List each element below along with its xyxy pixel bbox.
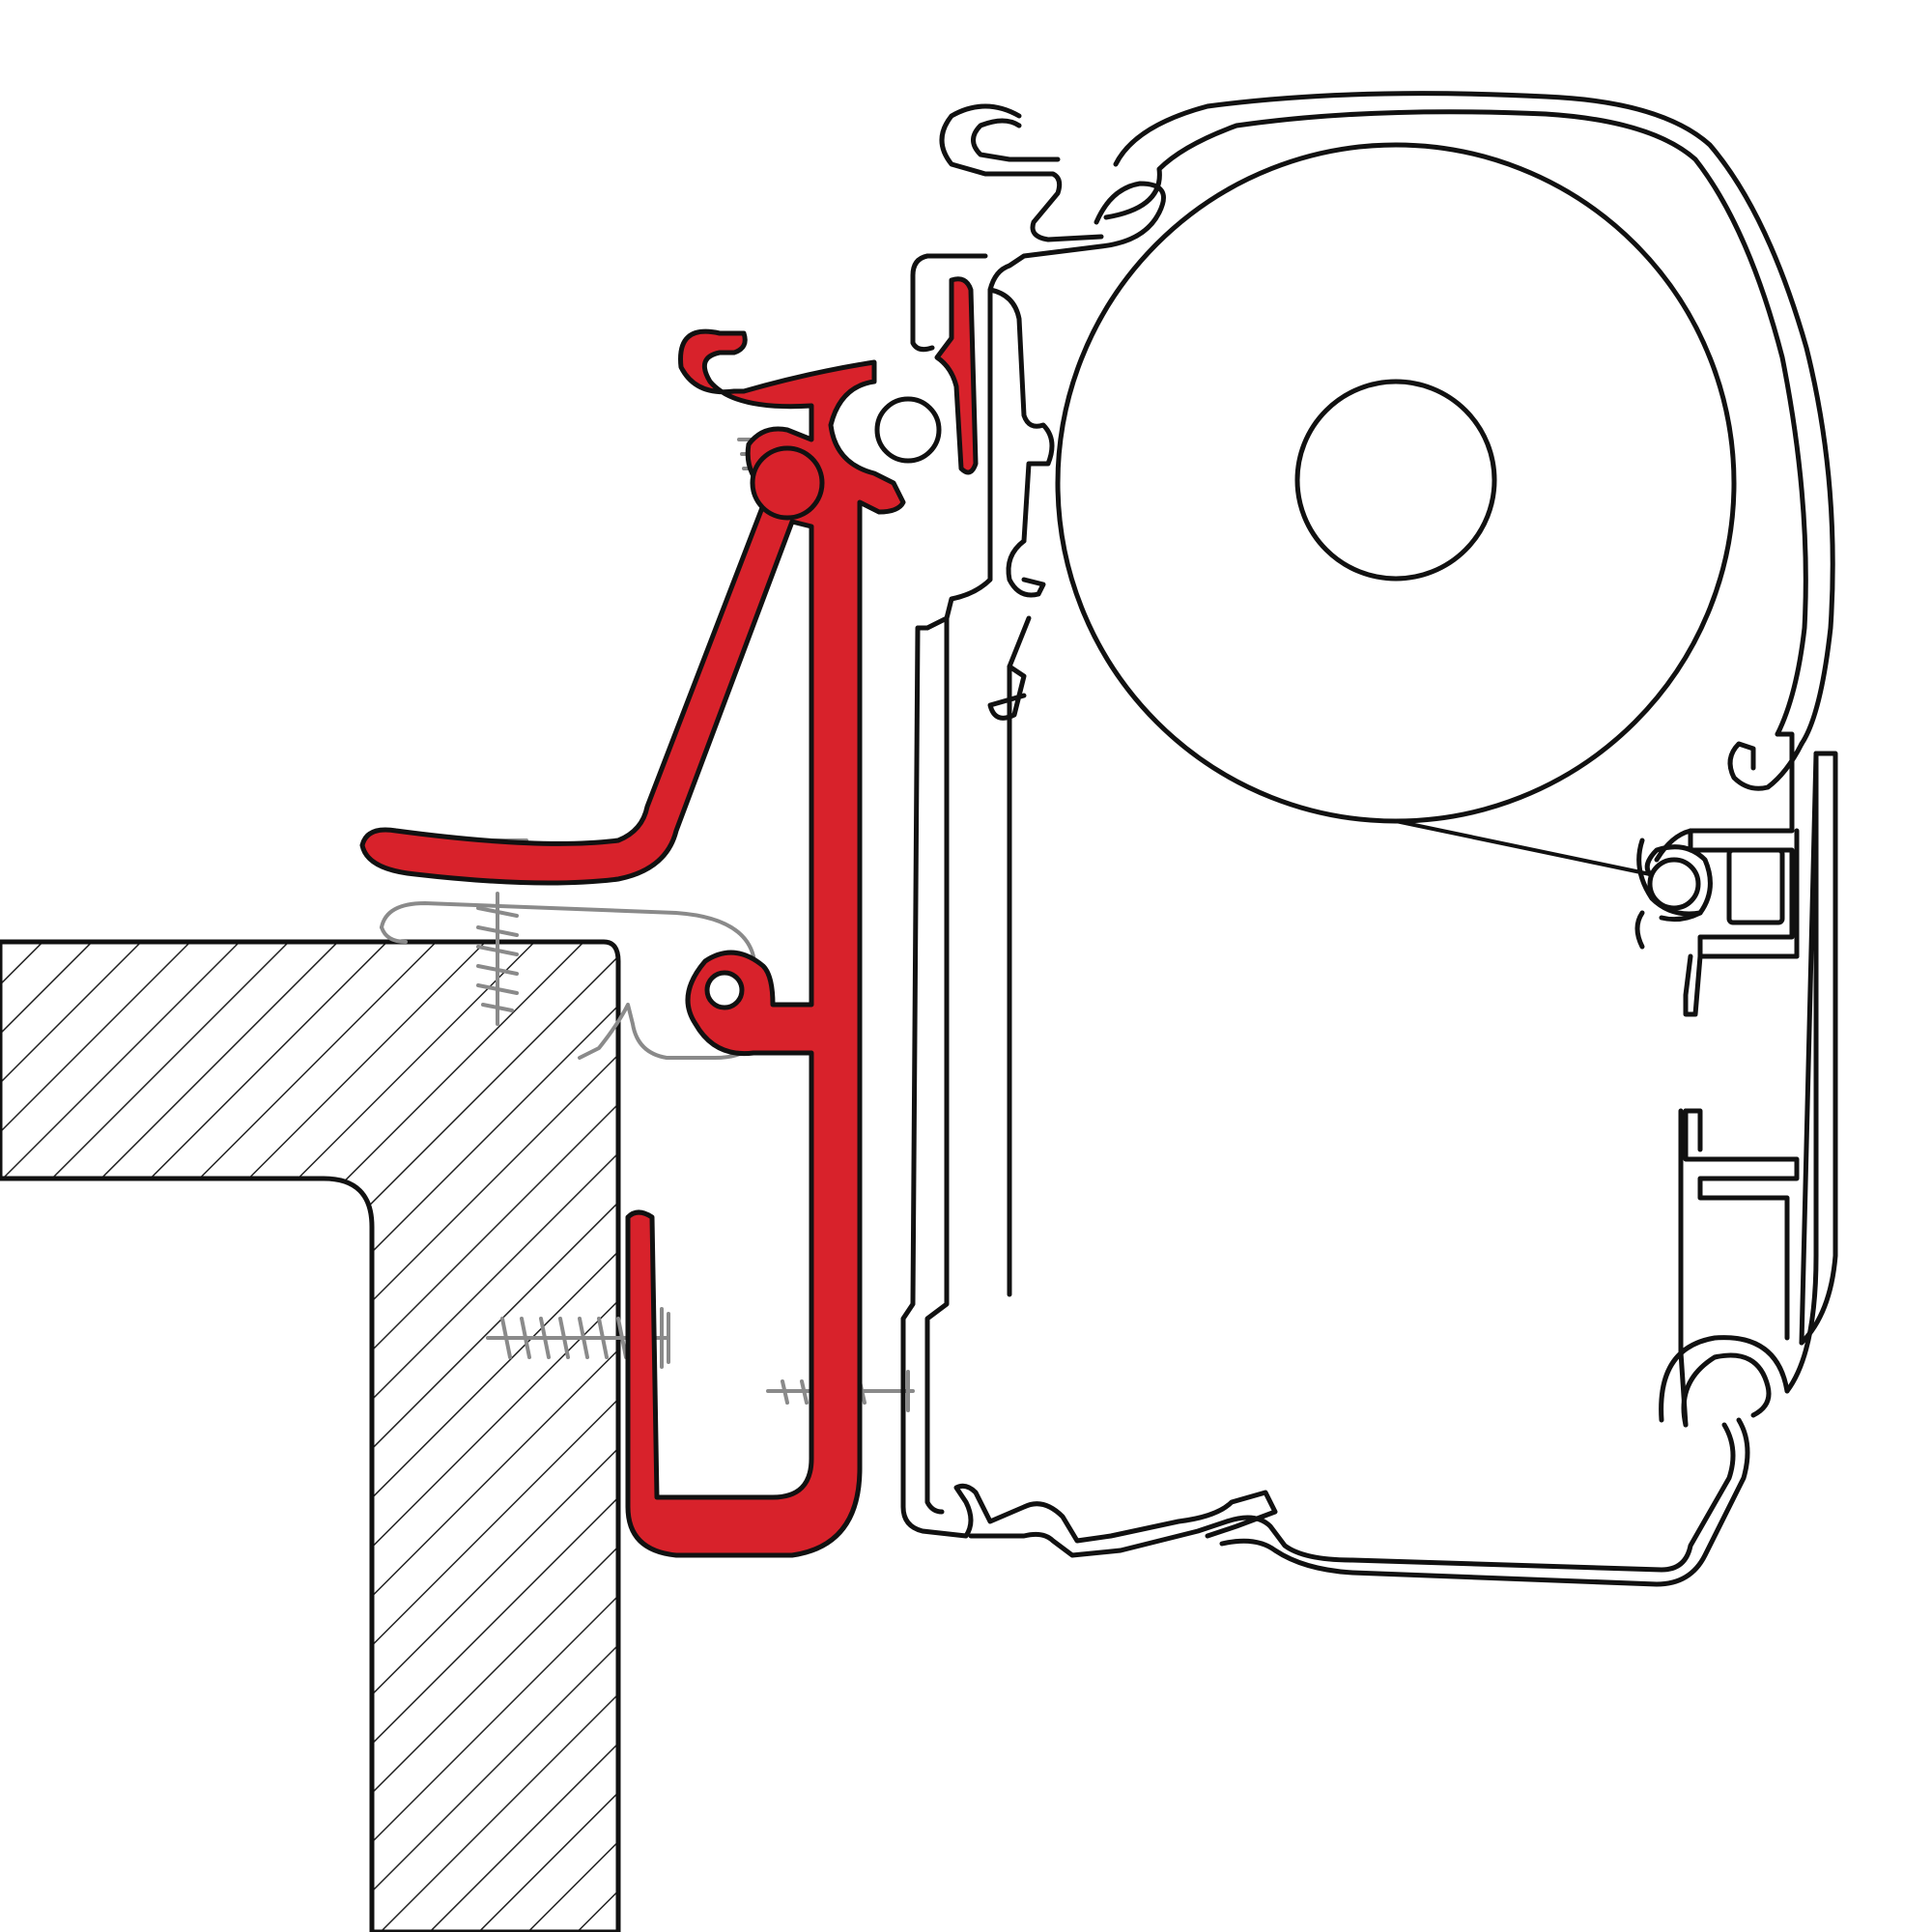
wall-hatch-icon	[0, 939, 621, 1932]
cassette-inner-wall	[987, 181, 1166, 380]
adapter-upper-lip	[934, 276, 979, 475]
fabric-line	[1394, 819, 1652, 876]
cassette-outer-shell	[1113, 91, 1835, 747]
cassette-right-profile	[1681, 1352, 1772, 1428]
fabric-bar-icon	[1647, 857, 1701, 911]
vehicle-wall-section	[0, 939, 621, 1932]
cassette-front-rail	[1727, 741, 1804, 791]
roller-core-icon	[1294, 379, 1497, 582]
roller-outer-icon	[1055, 142, 1737, 824]
awning-cassette	[900, 91, 1838, 1587]
cassette-back-plate	[900, 625, 1278, 1544]
front-rail-slot	[1726, 847, 1785, 925]
adapter-rail-hook-hole	[704, 970, 745, 1010]
cassette-left-channel	[987, 287, 1055, 544]
adapter-bracket-icon	[359, 328, 906, 1558]
fabric-roller	[1055, 142, 1737, 876]
adapter-bracket	[359, 276, 979, 1558]
adapter-pivot-hole	[874, 396, 942, 464]
adapter-pivot-knob	[750, 445, 825, 521]
cassette-top-hook	[939, 103, 1104, 242]
cassette-bottom-trim	[968, 1422, 1736, 1573]
